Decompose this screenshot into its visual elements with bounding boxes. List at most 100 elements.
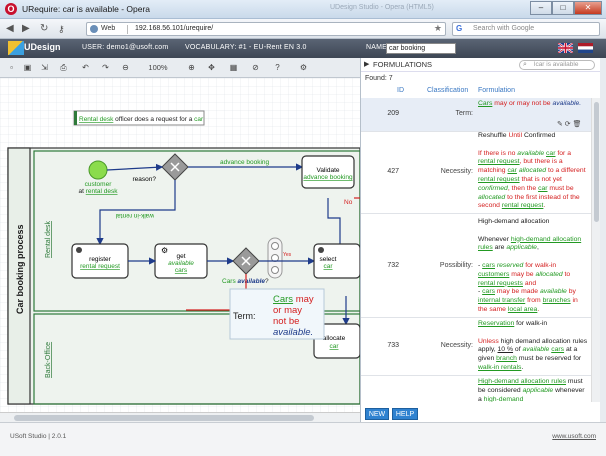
process-diagram: Car booking process Rental desk Back-Off…: [0, 78, 360, 412]
undo-icon[interactable]: ↶: [82, 63, 89, 72]
task-allocate-car[interactable]: [313, 323, 360, 359]
task-allocate-label-2: car: [329, 343, 339, 350]
back-icon[interactable]: ◀: [6, 23, 14, 34]
settings-icon[interactable]: ⚙: [299, 63, 308, 72]
studio-version: USoft Studio | 2.0.1: [10, 433, 67, 440]
url-text[interactable]: 192.168.56.101/urequire/: [135, 25, 214, 32]
task-register-label-2: rental request: [80, 263, 120, 270]
start-label-2: at rental desk: [78, 188, 118, 195]
formulations-table: 209 Term: Cars may or may not be availab…: [361, 98, 591, 402]
grid-icon[interactable]: ▦: [229, 63, 238, 72]
window-title: URequire: car is available - Opera: [22, 4, 151, 14]
start-event[interactable]: [88, 160, 108, 180]
task-validate-label-2: advance booking: [303, 174, 353, 181]
user-task-icon-2: [318, 247, 324, 253]
close-window-button[interactable]: ✕: [574, 1, 602, 15]
globe-icon: [90, 25, 98, 33]
formulations-header[interactable]: ▶ FORMULATIONS lcar is available ⌕: [361, 58, 601, 72]
row-formulation: Cars may or may not be available.: [478, 100, 582, 107]
expand-arrow-icon[interactable]: ▶: [364, 61, 370, 68]
diagram-toolbar: ▫ ▣ ⇲ ⎙ ↶ ↷ ⊖ 100% ⊕ ✥ ▦ ⊘ ? ⚙: [0, 58, 360, 78]
col-id[interactable]: ID: [397, 87, 404, 94]
scroll-thumb[interactable]: [594, 102, 599, 222]
task-select-car[interactable]: [313, 243, 360, 279]
name-field[interactable]: car booking: [386, 43, 456, 54]
diagram-canvas[interactable]: Car booking process Rental desk Back-Off…: [0, 78, 360, 412]
task-select-label: select: [320, 256, 337, 263]
user-label: USER: demo1@usoft.com: [82, 44, 169, 51]
table-row[interactable]: 209 Term: Cars may or may not be availab…: [361, 98, 591, 132]
pool-title: Car booking process: [15, 224, 25, 314]
key-icon[interactable]: ⚷: [58, 24, 65, 34]
gateway-reason-label: reason?: [133, 176, 157, 183]
flow-walk-in-rental: walk-in rental: [115, 212, 155, 219]
ghost-tab-title: UDesign Studio - Opera (HTML5): [330, 4, 434, 11]
new-button[interactable]: NEW: [365, 408, 389, 420]
reload-icon[interactable]: ↻: [40, 23, 49, 34]
app-header: UDesign USER: demo1@usoft.com VOCABULARY…: [0, 39, 606, 58]
search-box[interactable]: G Search with Google: [452, 22, 600, 36]
col-formulation[interactable]: Formulation: [478, 87, 515, 94]
task-register-label: register: [89, 256, 112, 263]
new-diagram-icon[interactable]: ▫: [10, 63, 13, 72]
address-bar[interactable]: Web 192.168.56.101/urequire/ ★: [86, 22, 446, 36]
task-get-label: get: [176, 253, 185, 260]
uk-flag-icon[interactable]: [558, 43, 573, 53]
maximize-button[interactable]: □: [552, 1, 574, 15]
flow-no-label: No: [344, 199, 353, 206]
navigation-bar: ◀ ▶ ↻ ⚷ Web 192.168.56.101/urequire/ ★ G…: [0, 19, 606, 39]
task-validate-label: Validate: [316, 167, 339, 174]
fit-icon[interactable]: ✥: [208, 63, 215, 72]
filter-input[interactable]: lcar is available: [519, 60, 595, 70]
canvas-horizontal-scrollbar[interactable]: [0, 412, 360, 422]
redo-icon[interactable]: ↷: [102, 63, 109, 72]
lane-rental-desk: [33, 150, 360, 312]
zoom-level[interactable]: 100%: [148, 63, 168, 72]
col-classification[interactable]: Classification: [427, 87, 469, 94]
formulations-scrollbar[interactable]: [591, 98, 601, 402]
formulation-buttons: NEW HELP: [361, 406, 601, 422]
udesign-logo-icon: [8, 41, 24, 55]
table-row[interactable]: High-demand allocation rules must be con…: [361, 376, 591, 402]
window-edge: [600, 58, 606, 422]
row-id: 733: [387, 342, 399, 349]
web-label: Web: [101, 25, 116, 32]
flow-yes-label: Yes: [283, 252, 292, 258]
help-icon[interactable]: ?: [275, 63, 280, 72]
formulations-title: FORMULATIONS: [373, 60, 433, 69]
filter-search-icon: ⌕: [523, 61, 527, 68]
tooltip-line-1: Cars may: [273, 294, 314, 305]
print-icon[interactable]: ⎙: [60, 63, 67, 72]
tooltip-line-2: or may: [273, 305, 302, 316]
minimize-button[interactable]: –: [530, 1, 552, 15]
google-icon: G: [456, 24, 463, 33]
forward-icon[interactable]: ▶: [22, 23, 30, 34]
zoom-in-icon[interactable]: ⊕: [188, 63, 195, 72]
app-logo-text: UDesign: [24, 42, 61, 52]
zoom-out-icon[interactable]: ⊖: [122, 63, 129, 72]
opera-logo-icon: O: [5, 3, 17, 15]
export-icon[interactable]: ⇲: [41, 63, 48, 72]
task-validate[interactable]: [301, 155, 355, 189]
term-tooltip: [229, 288, 325, 340]
usoft-link[interactable]: www.usoft.com: [552, 433, 596, 440]
user-task-icon: [76, 247, 82, 253]
lane-label-back-office: Back-Office: [45, 342, 52, 378]
help-button[interactable]: HELP: [392, 408, 418, 420]
service-task-gear-icon: ⚙: [161, 246, 168, 255]
table-row[interactable]: 427 Necessity: Reshuffle Until Confirmed…: [361, 132, 591, 214]
row-action-icons[interactable]: ✎ ⟳ 🗑: [557, 121, 582, 128]
divider: [127, 25, 128, 34]
scroll-thumb[interactable]: [14, 415, 314, 421]
row-classification: Possibility:: [439, 262, 473, 269]
tooltip-label: Term:: [233, 311, 256, 321]
format-icon[interactable]: ⊘: [252, 63, 259, 72]
dutch-flag-icon[interactable]: [578, 43, 593, 53]
bookmark-star-icon[interactable]: ★: [433, 23, 442, 33]
open-icon[interactable]: ▣: [23, 63, 32, 72]
row-id: 427: [387, 168, 399, 175]
